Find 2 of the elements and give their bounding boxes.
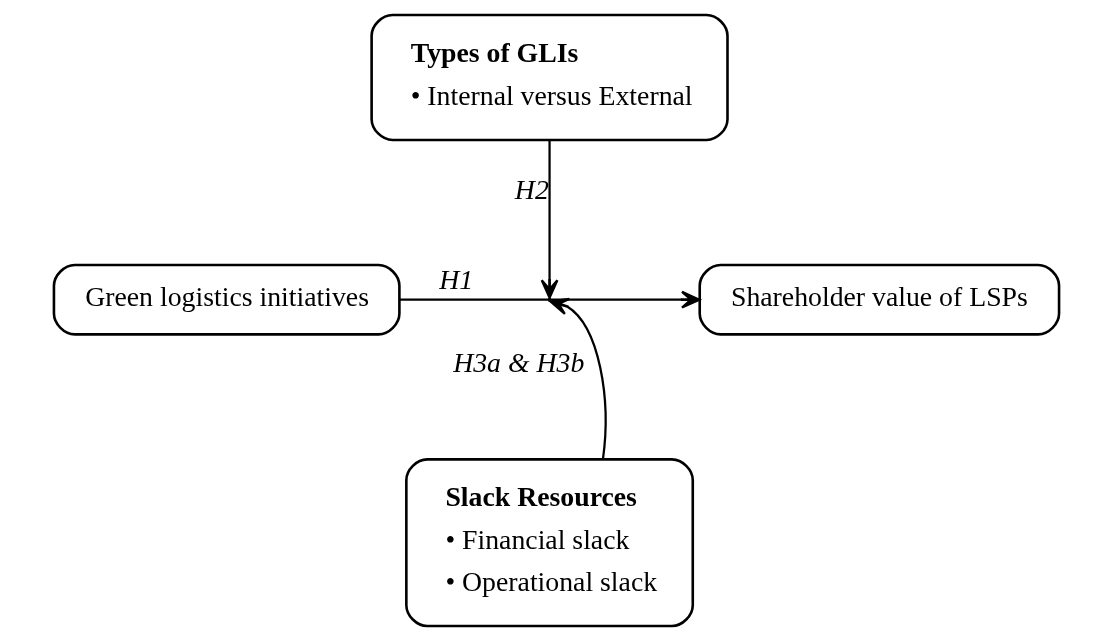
- edge-label: H3a & H3b: [452, 346, 584, 378]
- edge-label: H1: [438, 263, 473, 295]
